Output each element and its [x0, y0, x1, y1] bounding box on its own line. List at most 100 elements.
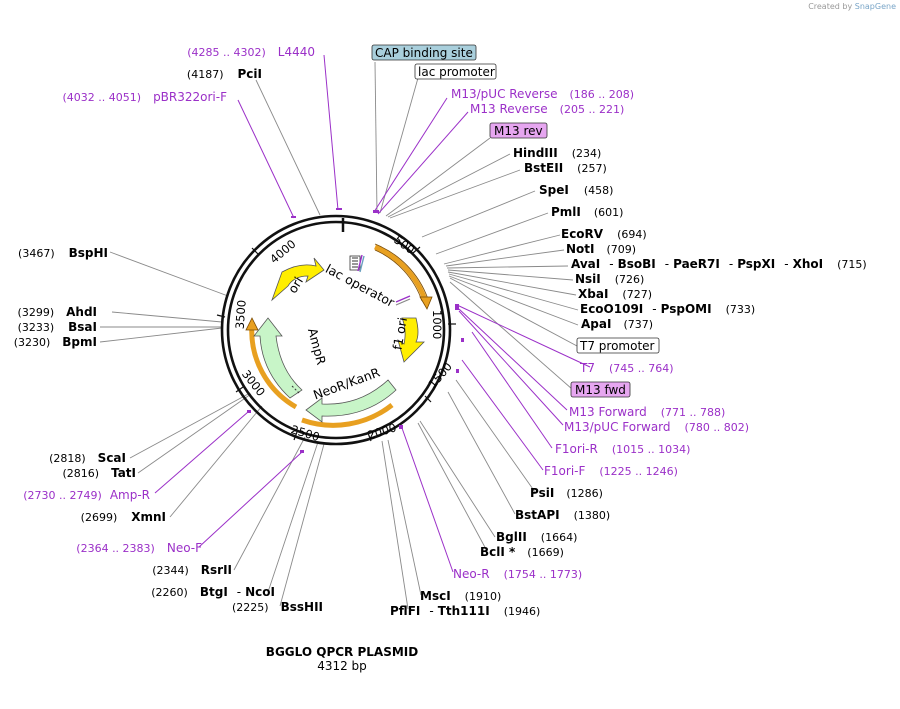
arc-lac-region: [374, 244, 428, 301]
ahdi-site: (3299)AhdI: [18, 305, 97, 319]
leader-rsrii: [233, 436, 306, 571]
arc-amp-promoter: [249, 323, 298, 410]
nsii-site: NsiI(726): [575, 272, 644, 286]
backbone-outer: [220, 214, 452, 446]
leader-pbr322: [237, 99, 295, 219]
btgi-site: (2260)BtgI-NcoI: [151, 585, 275, 599]
leader-f1ori-r: [471, 331, 553, 449]
tick-1000: 1000: [430, 310, 444, 339]
tick-4000: 4000: [267, 237, 298, 267]
m13-rev-box: [489, 122, 548, 139]
neo-r-site: Neo-R(1754 .. 1773): [453, 567, 582, 581]
bsshii-site: (2225)BssHII: [232, 600, 323, 614]
f1ori-f-site: F1ori-F(1225 .. 1246): [544, 464, 678, 478]
credit-prefix: Created by: [808, 2, 853, 11]
msci-site: MscI(1910): [420, 589, 501, 603]
leader-ecorv: [443, 234, 561, 265]
ori-feature: [271, 257, 325, 302]
pbr322-site: (4032 .. 4051)pBR322ori-F: [63, 90, 228, 104]
orange-arc-outline: [374, 243, 429, 302]
cap-binding-label: CAP binding site: [375, 46, 473, 60]
pcii-site: (4187)PciI: [187, 67, 262, 81]
leader-bpmi: [99, 327, 223, 343]
leader-avai: [446, 265, 569, 269]
leader-pflfi: [381, 440, 409, 610]
leader-m13puc-rev: [373, 97, 448, 213]
cap-binding-box: [371, 44, 477, 61]
avai-site: AvaI-BsoBI-PaeR7I-PspXI-XhoI(715): [571, 257, 867, 271]
f1-ori-label: f1 ori: [390, 316, 410, 351]
leader-t7-promoter: [449, 277, 578, 347]
snapgene-logo-text: SnapGene: [854, 2, 896, 11]
hindiii-site: HindIII(234): [513, 146, 601, 160]
ampr-marker: [291, 385, 301, 395]
bpmi-site: (3230)BpmI: [14, 335, 97, 349]
neo-f-site: (2364 .. 2383)Neo-F: [76, 541, 202, 555]
lac-promoter-label: lac promoter: [418, 65, 495, 79]
scai-site: (2818)ScaI: [49, 451, 126, 465]
leader-bsshii: [279, 443, 325, 607]
leader-psii: [455, 379, 536, 493]
leader-m13puc-fwd: [458, 310, 564, 426]
ori-label: ori: [285, 274, 306, 296]
m13-forward-site: M13 Forward(771 .. 788): [569, 405, 725, 419]
f1-ori-feature: [397, 317, 425, 363]
tati-site: (2816)TatI: [62, 466, 136, 480]
leader-t7: [456, 304, 591, 368]
leader-xmni: [169, 405, 263, 518]
leader-hindiii: [387, 153, 511, 218]
leader-bsteii: [389, 169, 521, 219]
leader-bstapi: [447, 391, 516, 515]
tick-2000: 2000: [366, 420, 398, 442]
leader-nsii: [447, 269, 574, 281]
f1ori-r-site: F1ori-R(1015 .. 1034): [555, 442, 690, 456]
leader-bcli: [417, 422, 488, 552]
leader-neo-r: [401, 427, 454, 573]
leader-spei: [421, 190, 536, 238]
bcli-site: BclI *(1669): [480, 545, 564, 559]
leader-tati: [137, 393, 252, 474]
noti-site: NotI(709): [566, 242, 636, 256]
rsrii-site: (2344)RsrII: [152, 563, 232, 577]
ampr-feature: [253, 317, 303, 399]
primer-leaders: [154, 54, 591, 573]
leader-scai: [129, 392, 251, 459]
plasmid-name: BGGLO QPCR PLASMID: [266, 645, 418, 659]
leader-amp-r: [154, 411, 249, 494]
plasmid-size: 4312 bp: [317, 659, 367, 673]
leader-l4440: [323, 54, 339, 211]
spei-site: SpeI(458): [539, 183, 613, 197]
leader-apai: [448, 275, 579, 326]
backbone-inner: [226, 220, 446, 440]
m13fwd-mark: [395, 295, 411, 303]
leader-xbai: [447, 271, 577, 296]
psii-site: PsiI(1286): [530, 486, 603, 500]
leader-pmli: [435, 212, 549, 255]
leader-m13fwd: [449, 281, 573, 390]
l4440-site: (4285 .. 4302)L4440: [187, 45, 315, 59]
lac-operator-marks: [349, 254, 411, 306]
leader-cap: [374, 61, 378, 214]
bsai-site: (3233)BsaI: [18, 320, 97, 334]
eco-site: EcoO109I-PspOMI(733): [580, 302, 755, 316]
snapgene-credit: Created by SnapGene: [808, 2, 896, 11]
leader-neo-f: [198, 451, 303, 548]
bstapi-site: BstAPI(1380): [515, 508, 610, 522]
leader-m13-forward: [458, 308, 568, 411]
lac-promoter-box: [414, 63, 497, 80]
m13-fwd-label: M13 fwd: [575, 383, 626, 397]
amp-r-site: (2730 .. 2749)Amp-R: [23, 488, 150, 502]
leader-lac-promoter: [379, 77, 419, 214]
ampr-label: AmpR: [305, 326, 329, 366]
m13puc-rev-site: M13/pUC Reverse(186 .. 208): [451, 87, 634, 101]
t7-site: T7(745 .. 764): [579, 361, 674, 375]
bglii-site: BglII(1664): [496, 530, 577, 544]
leader-btgi: [267, 441, 319, 593]
leader-noti: [445, 249, 565, 267]
t7-promoter-box: [576, 337, 660, 354]
pmli-site: PmlI(601): [551, 205, 623, 219]
m13-fwd-box: [570, 381, 631, 398]
bsphi-site: (3467)BspHI: [18, 246, 108, 260]
bsteii-site: BstEII(257): [524, 161, 607, 175]
